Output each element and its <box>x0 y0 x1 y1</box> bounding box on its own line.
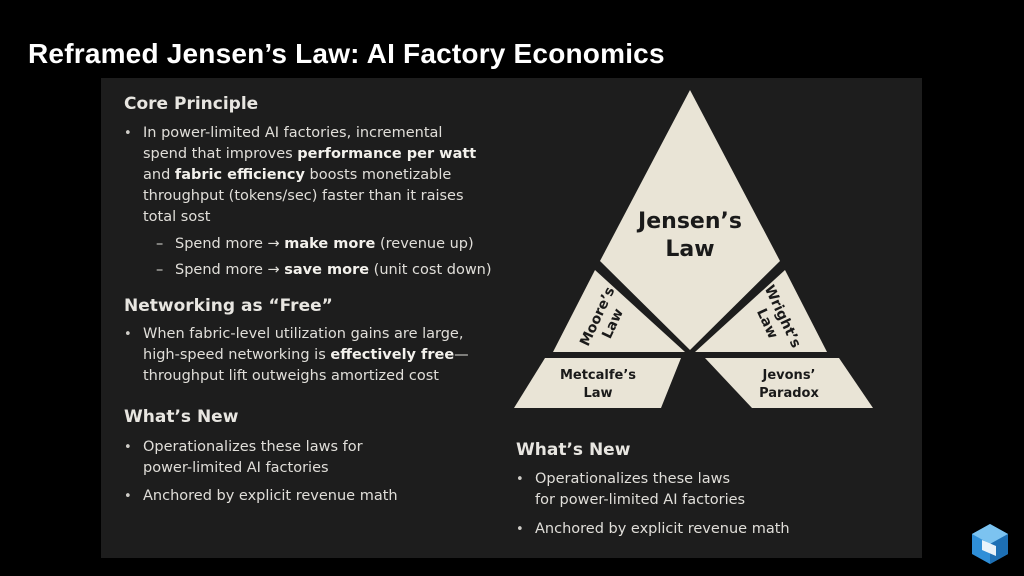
sub-bullet-save-more: –Spend more → save more (unit cost down) <box>156 262 492 278</box>
core-line-3: and fabric efficiency boosts monetizable <box>143 167 452 183</box>
networking-heading: Networking as “Free” <box>124 296 333 316</box>
cube-logo-icon <box>972 524 1008 564</box>
whats-new-bullet-2-right: Anchored by explicit revenue math <box>516 519 896 540</box>
metcalfes-law-label-line2: Law <box>583 386 612 401</box>
page-title: Reframed Jensen’s Law: AI Factory Econom… <box>28 38 665 69</box>
wrights-law-segment <box>695 270 827 352</box>
core-line-2: spend that improves performance per watt <box>143 146 477 162</box>
core-line-1: In power-limited AI factories, increment… <box>143 125 443 141</box>
metcalfes-law-segment <box>514 358 681 408</box>
whats-new-heading-right: What’s New <box>516 440 631 460</box>
jevons-paradox-label-line2: Paradox <box>759 386 819 401</box>
whats-new-bullet-1-left: Operationalizes these laws for power-lim… <box>124 437 494 479</box>
jensens-law-label-line1: Jensen’s <box>636 209 742 234</box>
networking-line-3: throughput lift outweighs amortized cost <box>143 368 439 384</box>
metcalfes-law-label-line1: Metcalfe’s <box>560 368 636 383</box>
core-line-5: total sost <box>143 209 211 225</box>
jevons-paradox-segment <box>705 358 873 408</box>
networking-line-1: When fabric-level utilization gains are … <box>143 326 464 342</box>
whats-new-bullet-1-right: Operationalizes these laws for power-lim… <box>516 469 896 511</box>
sub-bullet-make-more: –Spend more → make more (revenue up) <box>156 236 474 252</box>
jevons-paradox-label-line1: Jevons’ <box>762 368 816 383</box>
laws-pyramid-diagram: Jensen’s Law Moore’s Law Wright’s Law Me… <box>514 90 873 408</box>
left-column: Core Principle In power-limited AI facto… <box>124 94 494 507</box>
moores-law-segment <box>553 270 685 352</box>
core-principle-heading: Core Principle <box>124 94 259 114</box>
jensens-law-segment <box>600 90 780 350</box>
core-line-4: throughput (tokens/sec) faster than it r… <box>143 188 464 204</box>
whats-new-bullet-2-left: Anchored by explicit revenue math <box>124 486 494 507</box>
whats-new-heading-left: What’s New <box>124 407 239 427</box>
core-principle-bullet: In power-limited AI factories, increment… <box>124 123 494 228</box>
jensens-law-label-line2: Law <box>665 237 714 262</box>
right-column: What’s New Operationalizes these laws fo… <box>516 440 896 540</box>
networking-line-2: high-speed networking is effectively fre… <box>143 347 469 363</box>
networking-bullet: When fabric-level utilization gains are … <box>124 324 494 387</box>
